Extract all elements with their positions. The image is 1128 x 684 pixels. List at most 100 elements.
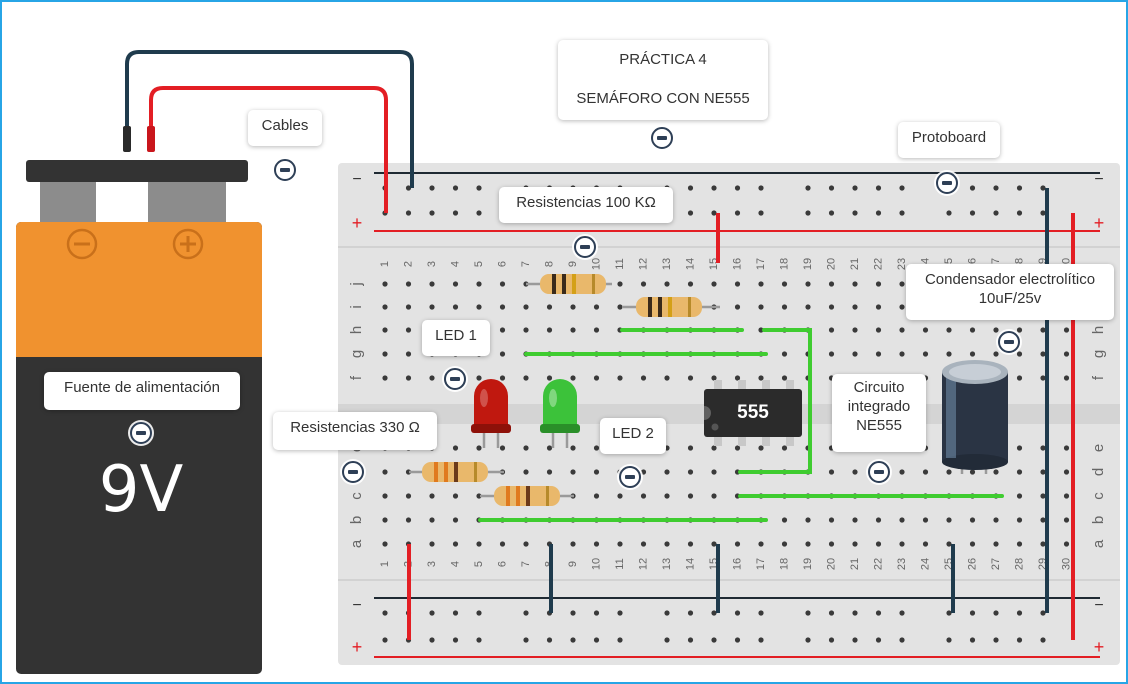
rail-hole-bottom-positive-1[interactable] [382, 637, 387, 642]
hole-f10[interactable] [594, 375, 599, 380]
hole-g20[interactable] [829, 351, 834, 356]
hole-i16[interactable] [735, 304, 740, 309]
rail-hole-bottom-positive-7[interactable] [523, 637, 528, 642]
hole-i1[interactable] [382, 304, 387, 309]
rail-hole-top-negative-4[interactable] [453, 185, 458, 190]
hole-h10[interactable] [594, 327, 599, 332]
rail-hole-top-negative-21[interactable] [852, 185, 857, 190]
hole-g2[interactable] [406, 351, 411, 356]
hole-i11[interactable] [617, 304, 622, 309]
hole-a1[interactable] [382, 541, 387, 546]
power-supply-minus-icon[interactable] [130, 422, 152, 444]
hole-c28[interactable] [1017, 493, 1022, 498]
hole-d23[interactable] [899, 469, 904, 474]
hole-d7[interactable] [523, 469, 528, 474]
rail-hole-bottom-negative-19[interactable] [805, 610, 810, 615]
hole-h7[interactable] [523, 327, 528, 332]
hole-d8[interactable] [547, 469, 552, 474]
hole-i7[interactable] [523, 304, 528, 309]
hole-a26[interactable] [970, 541, 975, 546]
hole-d20[interactable] [829, 469, 834, 474]
rail-hole-top-negative-16[interactable] [735, 185, 740, 190]
hole-h28[interactable] [1017, 327, 1022, 332]
hole-j6[interactable] [500, 281, 505, 286]
rail-hole-top-negative-3[interactable] [429, 185, 434, 190]
hole-i18[interactable] [782, 304, 787, 309]
hole-d25[interactable] [946, 469, 951, 474]
hole-a3[interactable] [429, 541, 434, 546]
hole-b3[interactable] [429, 517, 434, 522]
rail-hole-bottom-positive-21[interactable] [852, 637, 857, 642]
led1-minus-icon[interactable] [444, 368, 466, 390]
hole-e30[interactable] [1064, 445, 1069, 450]
rail-hole-bottom-negative-20[interactable] [829, 610, 834, 615]
rail-hole-bottom-positive-19[interactable] [805, 637, 810, 642]
hole-c13[interactable] [664, 493, 669, 498]
rail-hole-top-positive-23[interactable] [899, 210, 904, 215]
rail-hole-bottom-negative-14[interactable] [688, 610, 693, 615]
hole-j5[interactable] [476, 281, 481, 286]
hole-a23[interactable] [899, 541, 904, 546]
hole-d14[interactable] [688, 469, 693, 474]
hole-b24[interactable] [923, 517, 928, 522]
hole-i10[interactable] [594, 304, 599, 309]
hole-a21[interactable] [852, 541, 857, 546]
hole-g27[interactable] [993, 351, 998, 356]
rail-hole-top-negative-14[interactable] [688, 185, 693, 190]
rail-hole-bottom-negative-9[interactable] [570, 610, 575, 615]
hole-h27[interactable] [993, 327, 998, 332]
hole-b26[interactable] [970, 517, 975, 522]
hole-a5[interactable] [476, 541, 481, 546]
hole-a4[interactable] [453, 541, 458, 546]
rail-hole-top-negative-5[interactable] [476, 185, 481, 190]
rail-hole-top-positive-15[interactable] [711, 210, 716, 215]
hole-j11[interactable] [617, 281, 622, 286]
hole-e17[interactable] [758, 445, 763, 450]
hole-c12[interactable] [641, 493, 646, 498]
rail-hole-bottom-negative-16[interactable] [735, 610, 740, 615]
hole-d27[interactable] [993, 469, 998, 474]
hole-i3[interactable] [429, 304, 434, 309]
hole-h21[interactable] [852, 327, 857, 332]
hole-d10[interactable] [594, 469, 599, 474]
hole-h22[interactable] [876, 327, 881, 332]
hole-j14[interactable] [688, 281, 693, 286]
hole-d13[interactable] [664, 469, 669, 474]
hole-e10[interactable] [594, 445, 599, 450]
hole-a19[interactable] [805, 541, 810, 546]
hole-f7[interactable] [523, 375, 528, 380]
hole-g25[interactable] [946, 351, 951, 356]
hole-c11[interactable] [617, 493, 622, 498]
hole-a7[interactable] [523, 541, 528, 546]
hole-i8[interactable] [547, 304, 552, 309]
rail-hole-bottom-negative-15[interactable] [711, 610, 716, 615]
hole-f3[interactable] [429, 375, 434, 380]
hole-a16[interactable] [735, 541, 740, 546]
hole-f8[interactable] [547, 375, 552, 380]
rail-hole-top-positive-3[interactable] [429, 210, 434, 215]
hole-d26[interactable] [970, 469, 975, 474]
hole-j20[interactable] [829, 281, 834, 286]
hole-c2[interactable] [406, 493, 411, 498]
rail-hole-bottom-negative-28[interactable] [1017, 610, 1022, 615]
rail-hole-bottom-positive-22[interactable] [876, 637, 881, 642]
rail-hole-top-positive-17[interactable] [758, 210, 763, 215]
rail-hole-top-negative-28[interactable] [1017, 185, 1022, 190]
hole-f14[interactable] [688, 375, 693, 380]
rail-hole-bottom-positive-28[interactable] [1017, 637, 1022, 642]
hole-g6[interactable] [500, 351, 505, 356]
hole-a25[interactable] [946, 541, 951, 546]
hole-b21[interactable] [852, 517, 857, 522]
hole-a30[interactable] [1064, 541, 1069, 546]
hole-b19[interactable] [805, 517, 810, 522]
hole-f28[interactable] [1017, 375, 1022, 380]
hole-d28[interactable] [1017, 469, 1022, 474]
hole-h30[interactable] [1064, 327, 1069, 332]
hole-a9[interactable] [570, 541, 575, 546]
rail-hole-bottom-positive-4[interactable] [453, 637, 458, 642]
hole-a24[interactable] [923, 541, 928, 546]
hole-e15[interactable] [711, 445, 716, 450]
hole-j15[interactable] [711, 281, 716, 286]
hole-h9[interactable] [570, 327, 575, 332]
hole-i6[interactable] [500, 304, 505, 309]
